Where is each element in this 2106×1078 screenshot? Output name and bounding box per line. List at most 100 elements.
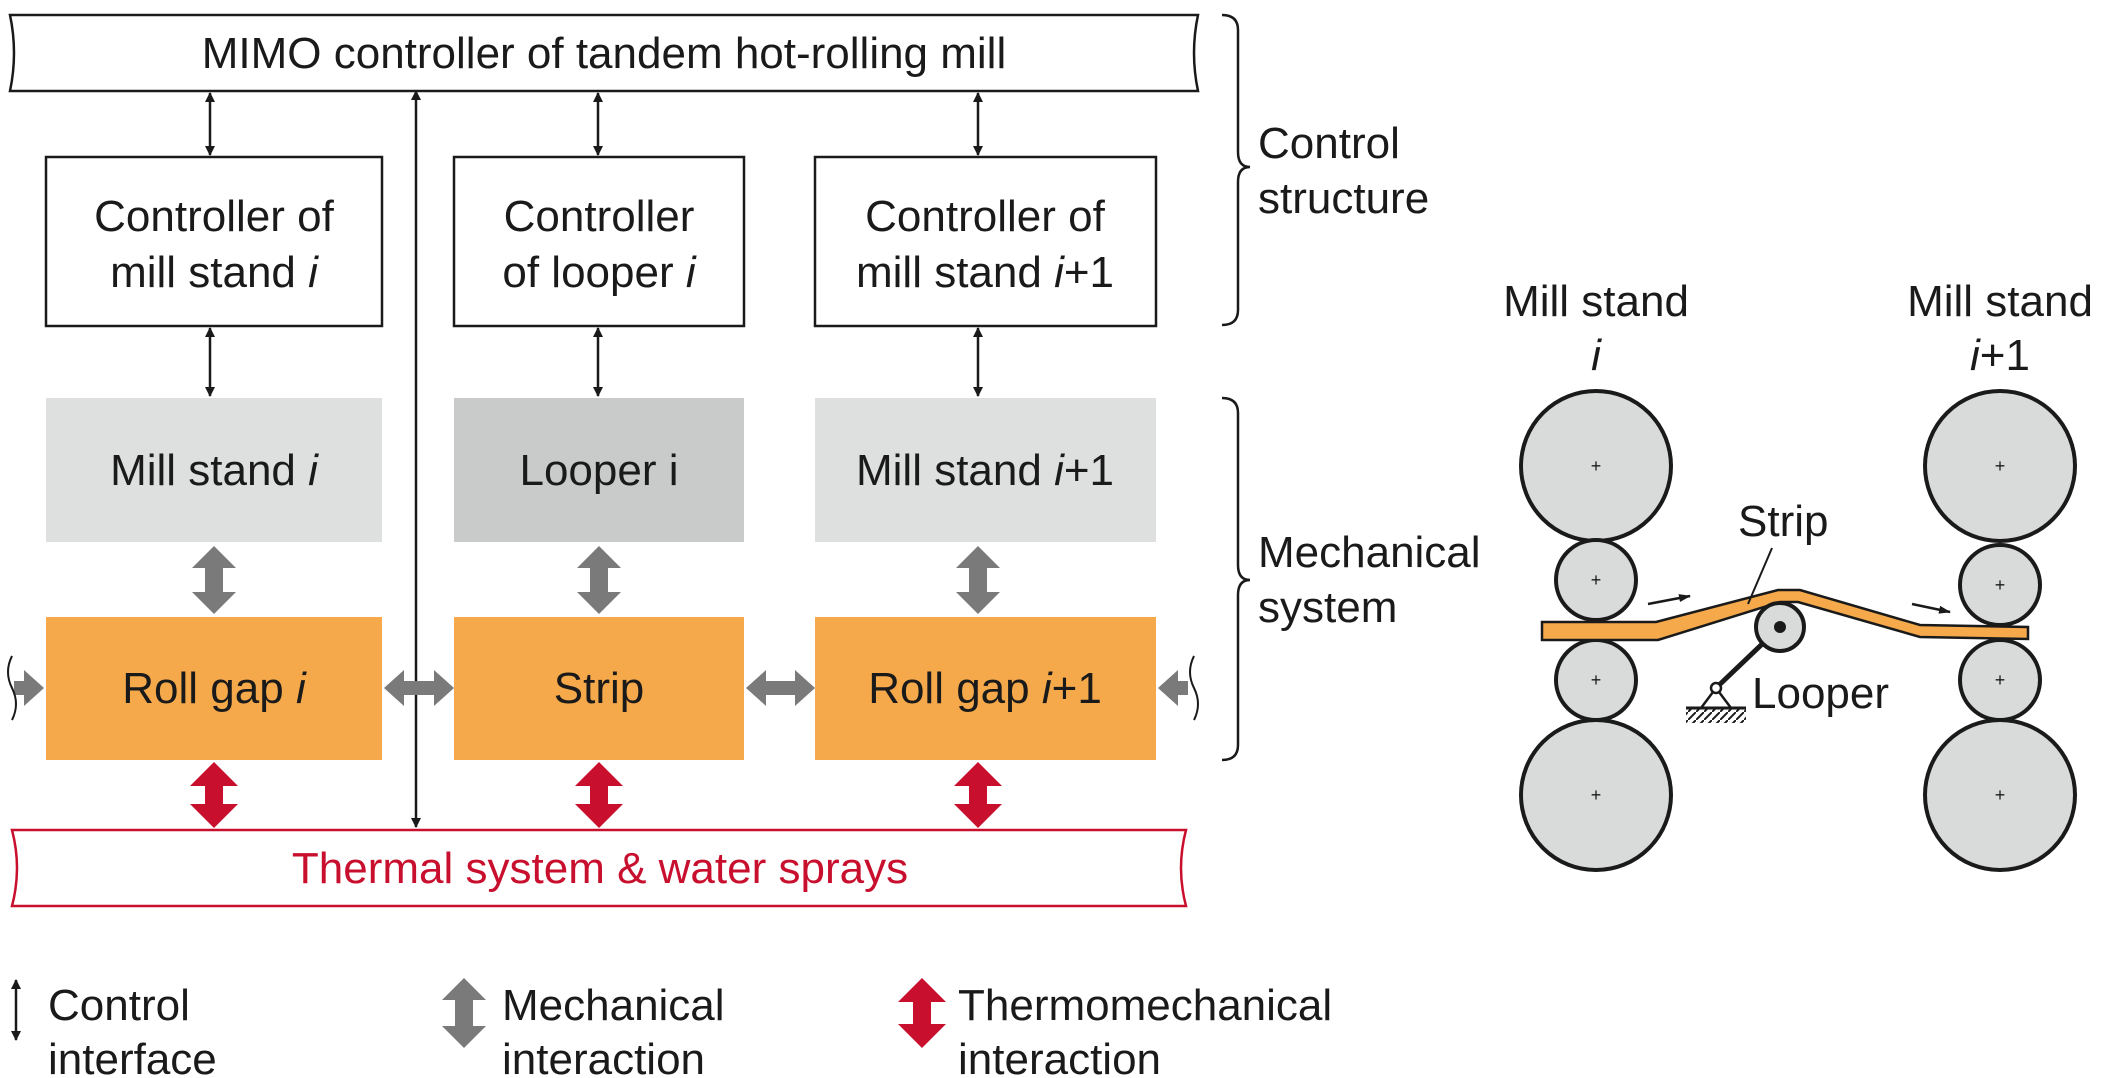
sketch-stand-i1-plus: +1: [1980, 331, 2030, 380]
controller-stand-i1-line1: Controller of: [865, 192, 1105, 241]
mill-stand-i-label: Mill stand: [110, 446, 308, 495]
roll-gap-i-block: Roll gap i: [46, 617, 382, 760]
svg-text:mill stand i: mill stand i: [110, 248, 319, 297]
legend-control-line1: Control: [48, 981, 190, 1030]
controller-stand-i-line2: mill stand: [110, 248, 308, 297]
mech-arrow-right-in: [1158, 670, 1188, 706]
controller-stand-i1-index: i: [1054, 248, 1065, 297]
strip-direction-arrow-2: [1911, 602, 1951, 614]
roll-center-mark: +: [1591, 570, 1602, 590]
thermo-arrow-gap-i: [190, 762, 238, 828]
svg-text:Roll gap i: Roll gap i: [122, 664, 307, 713]
controller-looper-i: Controller of looper i: [452, 155, 746, 328]
roll-gap-i-label: Roll gap: [122, 664, 296, 713]
controller-stand-i1-line2: mill stand: [856, 248, 1054, 297]
sketch-strip-label: Strip: [1738, 497, 1828, 546]
strip-block: Strip: [454, 617, 744, 760]
bracket-control-line1: Control: [1258, 119, 1400, 168]
legend-mech-arrow-icon: [442, 978, 486, 1048]
controller-stand-i1-plus: +1: [1064, 248, 1114, 297]
mill-sketch: Mill stand i Mill stand i+1 + + + + + + …: [1503, 277, 2093, 872]
looper-i-label: Looper i: [519, 446, 678, 495]
looper-roll-axle: [1774, 621, 1786, 633]
mill-stand-i1-index: i: [1054, 446, 1065, 495]
sketch-stand-i-index: i: [1591, 331, 1602, 380]
roll-gap-i-index: i: [296, 664, 307, 713]
mill-stand-i-block: Mill stand i: [46, 398, 382, 542]
thermal-system-block: Thermal system & water sprays: [10, 828, 1188, 908]
mill-stand-i1-plus: +1: [1064, 446, 1114, 495]
roll-center-mark: +: [1591, 670, 1602, 690]
roll-gap-i-plus-1-block: Roll gap i+1: [815, 617, 1156, 760]
mech-arrow-stand-i1: [956, 546, 1000, 614]
strip-label: Strip: [554, 664, 644, 713]
mechanical-system-bracket: [1221, 396, 1251, 762]
svg-text:Mill stand i+1: Mill stand i+1: [856, 446, 1114, 495]
bracket-mech-line1: Mechanical: [1258, 528, 1481, 577]
legend-mech-line1: Mechanical: [502, 981, 725, 1030]
bracket-control-line2: structure: [1258, 174, 1429, 223]
mech-arrows-horizontal: [14, 670, 1188, 706]
stand-i1-backup-roll-bottom: [1923, 718, 2077, 872]
roll-center-mark: +: [1995, 670, 2006, 690]
roll-center-mark: +: [1591, 785, 1602, 805]
controller-mill-stand-i: Controller of mill stand i: [44, 155, 384, 328]
mill-stand-i-plus-1-block: Mill stand i+1: [815, 398, 1156, 542]
strip-leader-line: [1747, 547, 1773, 605]
thermo-arrow-gap-i1: [954, 762, 1002, 828]
roll-gap-i1-label: Roll gap: [868, 664, 1042, 713]
sketch-stand-i1-label: Mill stand: [1907, 277, 2093, 326]
controller-mill-stand-i-plus-1: Controller of mill stand i+1: [813, 155, 1158, 328]
controller-stand-i-index: i: [308, 248, 319, 297]
sketch-looper-label: Looper: [1752, 669, 1889, 718]
control-structure-bracket: [1221, 13, 1251, 327]
svg-text:Mill stand i: Mill stand i: [110, 446, 319, 495]
controller-looper-line2: of looper: [502, 248, 685, 297]
thermo-arrows: [190, 762, 1002, 828]
controller-looper-index: i: [686, 248, 697, 297]
stand-i1-work-roll-top: [1958, 543, 2042, 627]
legend-mech-line2: interaction: [502, 1035, 705, 1078]
stand-i1-rolls: [1923, 389, 2077, 872]
roll-center-mark: +: [1591, 456, 1602, 476]
mech-arrow-looper: [577, 546, 621, 614]
mech-arrow-strip-gap: [746, 670, 815, 706]
roll-gap-i1-index: i: [1042, 664, 1053, 713]
sketch-strip: [1540, 588, 2030, 642]
svg-text:Roll gap i+1: Roll gap i+1: [868, 664, 1102, 713]
mimo-controller-block: MIMO controller of tandem hot-rolling mi…: [8, 13, 1200, 93]
legend-thermo-line2: interaction: [958, 1035, 1161, 1078]
mech-arrow-stand-i: [192, 546, 236, 614]
sketch-stand-i-label: Mill stand: [1503, 277, 1689, 326]
mech-arrow-gap-strip: [384, 670, 454, 706]
roll-center-mark: +: [1995, 785, 2006, 805]
mill-stand-i-index: i: [308, 446, 319, 495]
mech-arrows-vertical: [192, 546, 1000, 614]
bracket-mech-line2: system: [1258, 583, 1397, 632]
thermo-arrow-strip: [575, 762, 623, 828]
controller-stand-i-line1: Controller of: [94, 192, 334, 241]
legend-control-line2: interface: [48, 1035, 217, 1078]
svg-text:of looper i: of looper i: [502, 248, 696, 297]
legend-thermo-line1: Thermomechanical: [958, 981, 1332, 1030]
mech-arrow-left-in: [14, 670, 44, 706]
roll-center-mark: +: [1995, 575, 2006, 595]
strip-direction-arrow-1: [1647, 594, 1691, 606]
svg-text:i+1: i+1: [1970, 331, 2030, 380]
ground-hatch: [1686, 709, 1746, 723]
svg-text:mill stand i+1: mill stand i+1: [856, 248, 1114, 297]
stand-i-work-roll-top: [1554, 538, 1638, 622]
stand-i-backup-roll-bottom: [1519, 718, 1673, 872]
roll-gap-i1-plus: +1: [1052, 664, 1102, 713]
right-break-mark: [1189, 655, 1199, 721]
mill-stand-i1-label: Mill stand: [856, 446, 1054, 495]
roll-center-mark: +: [1995, 456, 2006, 476]
legend-thermo-arrow-icon: [898, 978, 946, 1048]
mimo-controller-label: MIMO controller of tandem hot-rolling mi…: [202, 29, 1006, 78]
stand-i1-backup-roll-top: [1923, 389, 2077, 543]
controller-looper-line1: Controller: [504, 192, 695, 241]
looper-i-block: Looper i: [454, 398, 744, 542]
left-break-mark: [7, 655, 17, 721]
stand-i-rolls: [1519, 389, 1673, 872]
